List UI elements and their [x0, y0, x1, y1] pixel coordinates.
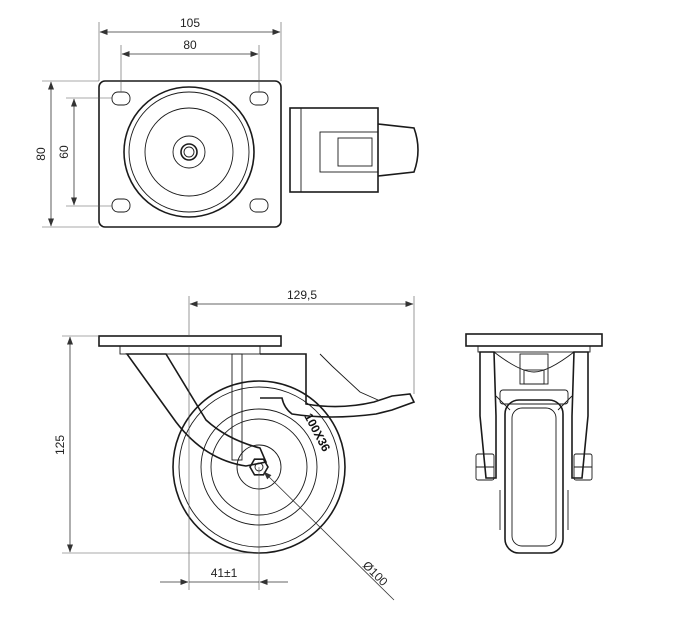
dim-text-80-x: 80	[183, 38, 197, 52]
side-plate	[98, 335, 282, 347]
dimension-height: 125	[53, 335, 259, 554]
top-view: 105 80 80 60	[34, 16, 419, 228]
dimension-hole-spacing-x: 80	[120, 38, 260, 92]
front-view	[465, 333, 603, 554]
wheel-front	[504, 399, 564, 554]
front-plate	[465, 333, 603, 347]
brake-arm	[260, 353, 416, 418]
mounting-plate	[98, 80, 282, 228]
dimension-total-length: 129,5	[188, 288, 415, 394]
dim-text-105: 105	[180, 16, 200, 30]
axle-nut	[249, 458, 269, 476]
dimension-hole-spacing-y: 60	[57, 97, 112, 207]
dimension-wheel-diameter: Ø100	[263, 471, 395, 601]
dim-text-41: 41±1	[211, 566, 238, 580]
fork-leg	[125, 353, 268, 467]
bolt-holes	[111, 91, 269, 213]
brake-housing-top	[289, 107, 419, 193]
side-view: 100X36 129,5 125 41±1 Ø100	[53, 288, 416, 601]
swivel-head-circles	[123, 86, 255, 218]
dim-text-d100: Ø100	[360, 558, 391, 589]
dimension-plate-height: 80	[34, 80, 99, 228]
dim-text-80-y: 80	[34, 147, 48, 161]
kingpin	[231, 353, 243, 461]
dimension-plate-width: 105	[98, 16, 282, 81]
dim-text-125: 125	[53, 435, 67, 455]
dim-text-60: 60	[57, 145, 71, 159]
dimension-offset: 41±1	[160, 346, 288, 590]
dim-text-129-5: 129,5	[287, 288, 317, 302]
